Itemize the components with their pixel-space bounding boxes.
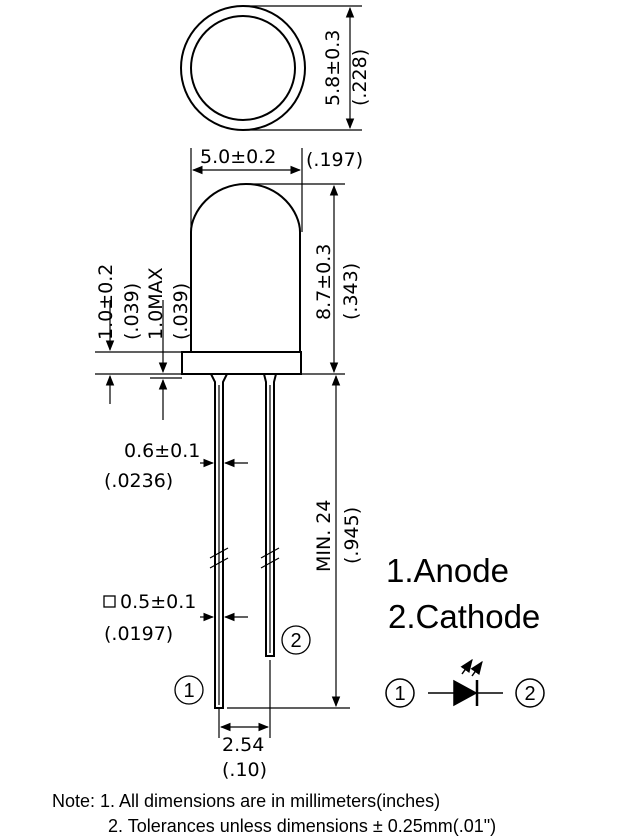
lens-diameter-mm: 5.8±0.3 xyxy=(322,30,344,106)
flange-mm: 1.0±0.2 xyxy=(95,264,117,340)
led-symbol: 1 2 xyxy=(385,658,545,708)
leads xyxy=(210,373,277,709)
body-height-in: (.343) xyxy=(340,263,362,320)
pitch-mm: 2.54 xyxy=(222,734,264,756)
svg-text:2: 2 xyxy=(524,683,535,705)
led-body xyxy=(181,182,302,375)
lens-inner-circle xyxy=(190,15,296,121)
body-width-mm: 5.0±0.2 xyxy=(200,146,276,168)
lead-length-mm: MIN. 24 xyxy=(313,500,335,572)
lens-diameter-in: (.228) xyxy=(349,49,371,106)
top-view xyxy=(180,5,362,131)
cathode-lead xyxy=(263,373,277,657)
lens-outer-circle xyxy=(180,5,306,131)
symbol-pin-1 xyxy=(385,678,415,708)
square-icon xyxy=(103,595,116,608)
lead-length-in: (.945) xyxy=(341,507,363,564)
lead-square-in: (.0197) xyxy=(104,623,173,645)
lead-square-mm: 0.5±0.1 xyxy=(120,591,196,613)
flange-in: (.039) xyxy=(121,283,143,340)
pitch-in: (.10) xyxy=(222,759,267,781)
lead-offset-in: (.039) xyxy=(170,283,192,340)
note-line-1: Note: 1. All dimensions are in millimete… xyxy=(52,791,441,811)
body-width-in: (.197) xyxy=(306,149,363,171)
diode-triangle xyxy=(453,679,478,707)
led-dome xyxy=(190,182,301,352)
anode-label: 1.Anode xyxy=(386,552,509,589)
svg-text:2: 2 xyxy=(290,630,301,652)
body-height-mm: 8.7±0.3 xyxy=(313,244,335,320)
pin-2-marker: 2 xyxy=(281,625,311,655)
svg-text:1: 1 xyxy=(394,683,405,705)
symbol-pin-2 xyxy=(515,678,545,708)
svg-text:1: 1 xyxy=(183,680,194,702)
cathode-label: 2.Cathode xyxy=(388,598,540,635)
pin-1-marker: 1 xyxy=(174,675,204,705)
lead-dia-mm: 0.6±0.1 xyxy=(124,440,200,462)
lead-offset-mm: 1.0MAX xyxy=(145,267,167,340)
lead-dia-in: (.0236) xyxy=(104,470,173,492)
led-flange xyxy=(181,351,302,375)
note-line-2: 2. Tolerances unless dimensions ± 0.25mm… xyxy=(108,816,497,836)
